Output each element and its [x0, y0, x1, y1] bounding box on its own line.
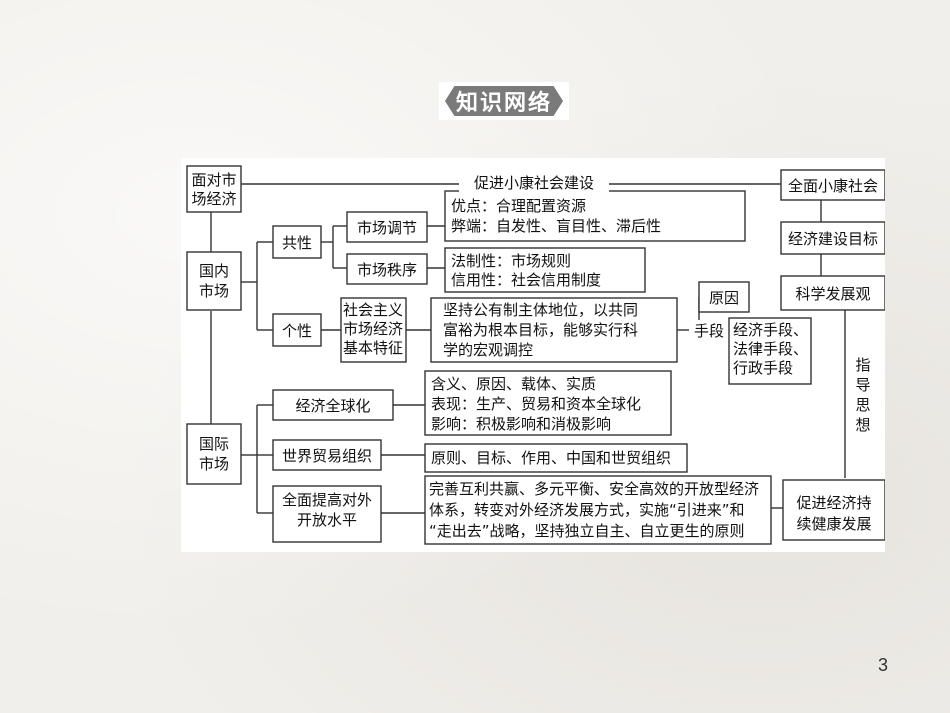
- node-label-globalization-detail: 含义、原因、载体、实质: [431, 375, 596, 393]
- node-label-international: 市场: [199, 455, 229, 473]
- node-label-opening-detail: 完善互利共赢、多元平衡、安全高效的开放型经济: [429, 480, 759, 498]
- node-label-guiding: 想: [855, 416, 870, 434]
- node-label-guiding: 思: [855, 396, 870, 414]
- top-link-label: 促进小康社会建设: [474, 174, 594, 192]
- node-label-globalization-detail: 影响：积极影响和消极影响: [431, 415, 611, 433]
- node-label-features-detail: 富裕为根本目标，能够实行科: [443, 321, 638, 339]
- node-label-means-detail: 行政手段: [733, 359, 793, 377]
- node-label-commonality: 共性: [282, 234, 312, 252]
- node-label-socialist-features: 基本特征: [343, 339, 403, 357]
- title-badge-shape: [445, 86, 563, 116]
- node-label-opening: 全面提高对外: [282, 491, 372, 509]
- node-label-opening: 开放水平: [297, 511, 357, 529]
- concept-map-diagram: 面对市场经济国内市场国际市场共性个性市场调节市场秩序优点：合理配置资源弊端：自发…: [186, 165, 885, 545]
- node-label-order-detail: 法制性：市场规则: [451, 252, 571, 270]
- node-label-guiding: 指: [855, 356, 870, 374]
- node-label-means: 手段: [694, 322, 724, 340]
- node-label-features-detail: 坚持公有制主体地位，以共同: [443, 301, 638, 319]
- node-label-international: 国际: [199, 435, 229, 453]
- node-label-wto: 世界贸易组织: [282, 447, 372, 465]
- node-label-means-detail: 经济手段、: [733, 321, 808, 339]
- node-label-regulation-detail: 弊端：自发性、盲目性、滞后性: [451, 217, 661, 235]
- page-number: 3: [878, 655, 889, 675]
- node-label-wto-detail: 原则、目标、作用、中国和世贸组织: [431, 449, 671, 467]
- node-label-sci-dev: 科学发展观: [795, 285, 870, 303]
- concept-map-panel: 面对市场经济国内市场国际市场共性个性市场调节市场秩序优点：合理配置资源弊端：自发…: [181, 158, 885, 552]
- node-label-xiaokang: 全面小康社会: [788, 177, 878, 195]
- node-label-domestic: 市场: [199, 282, 229, 300]
- node-label-sustain: 续健康发展: [796, 515, 871, 533]
- node-label-market-order: 市场秩序: [357, 261, 417, 279]
- node-label-means-detail: 法律手段、: [733, 340, 808, 358]
- node-label-market-regulation: 市场调节: [357, 219, 417, 237]
- node-label-sustain: 促进经济持: [796, 494, 871, 512]
- node-label-globalization: 经济全球化: [295, 397, 370, 415]
- node-label-socialist-features: 社会主义: [343, 301, 403, 319]
- node-label-regulation-detail: 优点：合理配置资源: [451, 197, 586, 215]
- node-label-features-detail: 学的宏观调控: [443, 341, 533, 359]
- top-link-label-bg: [459, 172, 609, 194]
- node-label-face-market: 场经济: [191, 190, 236, 208]
- section-title: 知识网络: [455, 91, 552, 116]
- node-label-order-detail: 信用性：社会信用制度: [451, 271, 601, 289]
- node-label-socialist-features: 市场经济: [343, 320, 403, 338]
- node-label-individuality: 个性: [282, 322, 312, 340]
- node-label-opening-detail: 体系，转变对外经济发展方式，实施“引进来”和: [429, 501, 745, 519]
- node-label-domestic: 国内: [199, 262, 229, 280]
- node-label-guiding: 导: [855, 376, 870, 394]
- node-label-face-market: 面对市: [191, 171, 236, 189]
- node-label-opening-detail: “走出去”战略，坚持独立自主、自立更生的原则: [429, 522, 745, 540]
- section-title-badge: 知识网络: [439, 82, 569, 120]
- node-label-econ-goal: 经济建设目标: [788, 230, 878, 248]
- node-label-globalization-detail: 表现：生产、贸易和资本全球化: [431, 395, 641, 413]
- node-label-reason: 原因: [709, 289, 739, 307]
